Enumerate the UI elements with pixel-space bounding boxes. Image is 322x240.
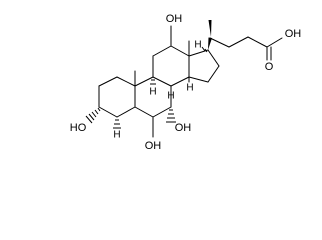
label-h-c14: H [186, 83, 193, 94]
label-oh-c3: HO [70, 122, 87, 134]
hashed-bond-c17-h [201, 46, 208, 53]
label-carboxyl-o: O [265, 61, 274, 73]
side-chain [208, 20, 283, 61]
hashed-bond-c3-oh [85, 107, 101, 124]
label-carboxyl-oh: OH [285, 28, 302, 40]
chemical-structure: OH HO OH OH OH O H H H H H [70, 13, 302, 152]
label-h-c9: H [149, 87, 156, 98]
label-oh-c6: OH [145, 140, 162, 152]
ring-a [98, 76, 136, 118]
hashed-bond-c5-h [113, 119, 121, 129]
ring-d [188, 49, 220, 83]
label-h-c5: H [113, 130, 120, 141]
label-h-c17: H [194, 40, 201, 51]
label-oh-c7: OH [175, 122, 192, 134]
ring-c [152, 45, 190, 87]
hashed-bond-c7-oh [166, 109, 176, 123]
wedge-bond-c20-methyl [208, 20, 212, 37]
wedge-bond-c17-c20 [208, 37, 212, 50]
hashed-bond-c9-h [150, 79, 156, 85]
label-h-c8: H [167, 91, 174, 102]
label-oh-c12: OH [166, 13, 183, 25]
